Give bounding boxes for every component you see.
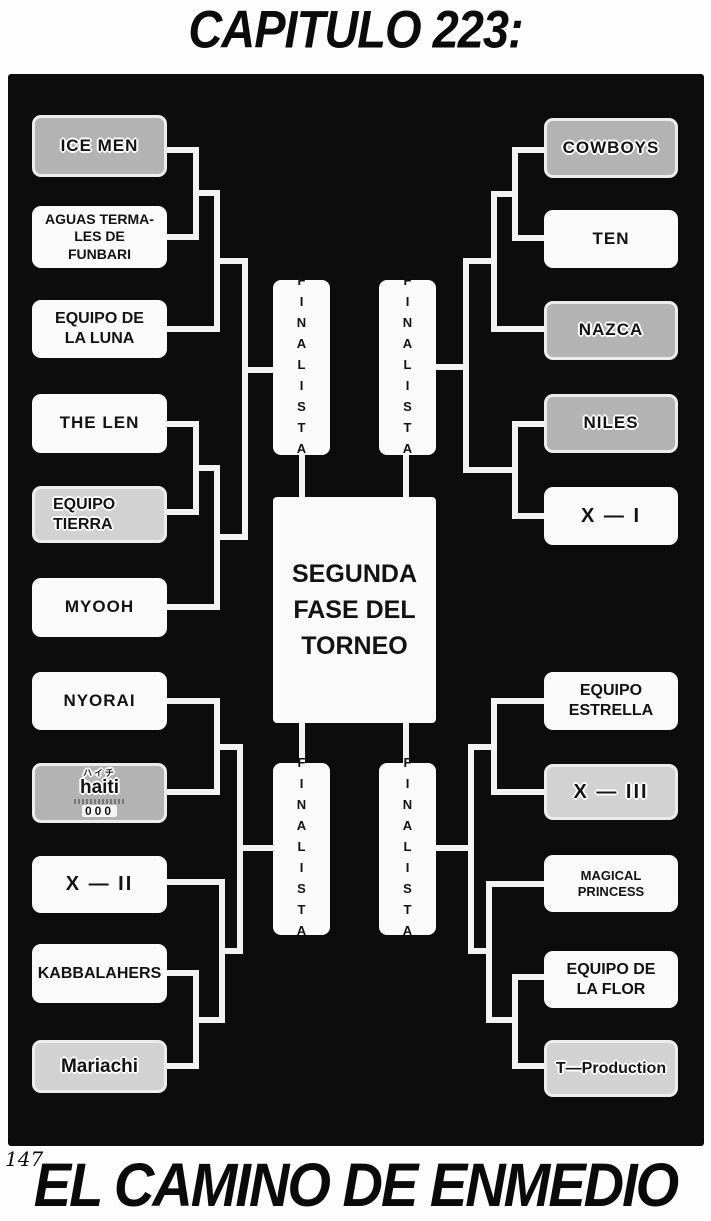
chapter-title: CAPITULO 223: <box>188 0 523 59</box>
team-box-equipo-tierra: EQUIPO TIERRA <box>32 486 167 543</box>
haiti-emblem-japanese-text: ハイチ <box>83 767 116 778</box>
team-box-haiti: ハイチ haiti 000 <box>32 763 167 823</box>
team-box-mariachi: Mariachi <box>32 1040 167 1093</box>
team-box-magical-princess: MAGICAL PRINCESS <box>544 855 678 912</box>
team-box-nyorai: NYORAI <box>32 672 167 730</box>
haiti-emblem-number: 000 <box>81 805 118 818</box>
page-number: 147 <box>5 1147 44 1171</box>
team-box-myooh: MYOOH <box>32 578 167 637</box>
team-box-t-production: T—Production <box>544 1040 678 1097</box>
team-box-x-i: X — I <box>544 487 678 545</box>
team-box-kabbalahers: KABBALAHERS <box>32 944 167 1003</box>
finalista-box-bottom-left: FINALISTA <box>273 755 330 944</box>
team-box-equipo-estrella: EQUIPO ESTRELLA <box>544 672 678 730</box>
center-stage-box: SEGUNDA FASE DEL TORNEO <box>273 497 436 723</box>
team-box-equipo-de-la-luna: EQUIPO DE LA LUNA <box>32 300 167 358</box>
team-box-aguas-termales: AGUAS TERMA- LES DE FUNBARI <box>32 206 167 268</box>
team-box-ten: TEN <box>544 210 678 268</box>
team-box-equipo-de-la-flor: EQUIPO DE LA FLOR <box>544 951 678 1008</box>
haiti-emblem-scribble <box>73 798 126 804</box>
team-box-cowboys: COWBOYS <box>544 118 678 178</box>
finalista-box-top-left: FINALISTA <box>273 273 330 462</box>
team-box-niles: NILES <box>544 394 678 453</box>
finalista-box-top-right: FINALISTA <box>379 273 436 462</box>
haiti-emblem-name: haiti <box>79 776 120 798</box>
footer-title: EL CAMINO DE ENMEDIO <box>33 1150 679 1220</box>
finalista-box-bottom-right: FINALISTA <box>379 755 436 944</box>
team-box-the-len: THE LEN <box>32 394 167 453</box>
team-box-x-iii: X — III <box>544 764 678 820</box>
team-box-ice-men: ICE MEN <box>32 115 167 177</box>
team-box-x-ii: X — II <box>32 856 167 913</box>
team-box-nazca: NAZCA <box>544 301 678 360</box>
